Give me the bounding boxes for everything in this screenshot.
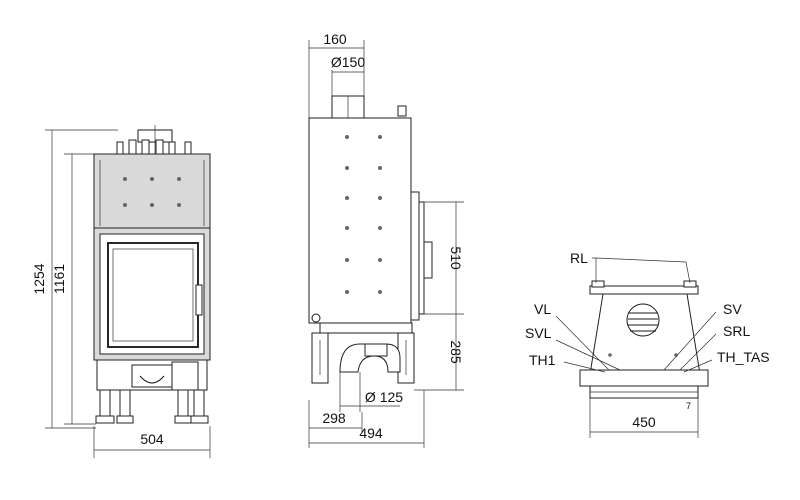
- front-dim-body-height: 1161: [51, 153, 96, 425]
- dim-inlet-diameter: Ø 125: [365, 389, 403, 405]
- side-body-holes: [345, 135, 382, 294]
- label-rl: RL: [570, 250, 588, 266]
- dim-1254: 1254: [31, 263, 47, 294]
- front-legs: [95, 389, 209, 424]
- side-dim-air-inlet: Ø 125: [339, 372, 403, 412]
- rear-body: [589, 293, 701, 375]
- rear-top-plate: [589, 285, 699, 295]
- front-dim-width: 504: [93, 426, 211, 458]
- side-top-pipe: [397, 105, 407, 117]
- dim-450: 450: [632, 414, 656, 430]
- label-th1: TH1: [529, 352, 556, 368]
- side-dim-lower: 285: [414, 314, 464, 391]
- side-door-edge: [410, 191, 420, 321]
- rear-base: [579, 369, 709, 387]
- front-dim-total-height: 1254: [31, 129, 118, 429]
- side-view: 160 Ø150: [308, 31, 464, 448]
- side-body: [308, 117, 412, 324]
- side-dim-top: 160 Ø150: [308, 31, 365, 118]
- label-svl: SVL: [525, 325, 552, 341]
- rear-flue: [626, 303, 660, 337]
- door-handle: [195, 284, 203, 316]
- dim-510: 510: [448, 246, 464, 270]
- side-dim-depth-total: 494: [309, 390, 425, 448]
- front-view: 1254 1161 504: [31, 125, 211, 458]
- dim-1161: 1161: [51, 264, 67, 294]
- label-srl: SRL: [723, 323, 750, 339]
- dim-298: 298: [322, 410, 346, 426]
- front-upper-holes: [123, 177, 181, 207]
- rear-leaders: [555, 257, 717, 373]
- rear-view: 7 RL VL SVL TH1 SV SRL TH_TAS 450: [525, 250, 770, 438]
- side-door-handle: [423, 241, 433, 279]
- label-th-tas: TH_TAS: [717, 349, 770, 365]
- dim-flue-diameter: Ø150: [331, 54, 365, 70]
- front-upper-body: [93, 153, 211, 229]
- label-sv: SV: [723, 301, 742, 317]
- dim-285: 285: [448, 340, 464, 364]
- label-vl: VL: [534, 301, 551, 317]
- side-dim-door: 510: [424, 201, 464, 315]
- svg-text:7: 7: [686, 401, 691, 411]
- dim-504: 504: [140, 431, 164, 447]
- side-dim-depth-inner: 298: [308, 400, 363, 448]
- rear-dim-width: 450: [589, 398, 699, 438]
- dim-160: 160: [323, 31, 347, 47]
- dim-494: 494: [359, 425, 383, 441]
